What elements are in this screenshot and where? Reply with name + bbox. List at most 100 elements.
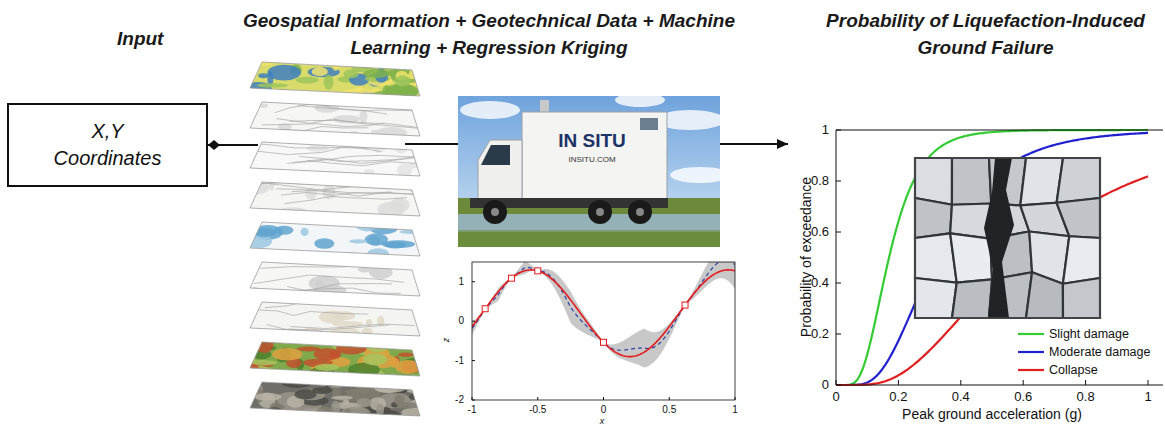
tick-mark [1148, 380, 1149, 385]
tick-label: -1 [455, 355, 464, 367]
grass [458, 198, 720, 247]
cloud [670, 167, 720, 183]
layer-patch [409, 336, 419, 350]
box-label: X,Y Coordinates [45, 118, 170, 172]
confidence-band [472, 262, 735, 368]
observation-marker [482, 306, 488, 312]
layer-patch [294, 389, 316, 399]
legend-text: Moderate damage [1049, 345, 1150, 359]
wheel-hub [636, 208, 644, 216]
layer-ground [250, 142, 420, 176]
layer-patch [394, 339, 408, 349]
layer-patch [278, 207, 307, 215]
ice-slab [1063, 278, 1100, 318]
layer-patch [267, 65, 301, 81]
layer-patch [315, 407, 334, 420]
flow-connector [738, 143, 788, 145]
layer-patch [365, 339, 390, 353]
method-panel: Geospatial Information + Geotechnical Da… [240, 0, 738, 428]
layer-road [278, 254, 371, 262]
layer-patch [336, 342, 367, 355]
layer-road [275, 104, 387, 114]
layer-patch [390, 358, 399, 368]
flow-connector [208, 144, 240, 146]
layer-outline [250, 262, 420, 296]
tick-label: 1 [1144, 390, 1151, 405]
axis-line [836, 130, 1163, 131]
layer-patch [241, 364, 258, 370]
layer-patch [248, 345, 255, 354]
tick-mark [1023, 380, 1024, 385]
layer-patch [395, 75, 411, 86]
layer-road [250, 309, 368, 315]
layer-patch [382, 240, 415, 248]
tick-mark [603, 397, 604, 400]
layer-road [276, 119, 417, 129]
map-layer [250, 97, 450, 139]
tick-label: -1 [468, 404, 477, 416]
layer-patch [315, 364, 339, 371]
layer-patch [348, 131, 359, 137]
tick-mark [836, 130, 841, 131]
axis-line [836, 385, 1163, 386]
tick-label: 1 [822, 123, 829, 138]
tick-label: 1 [732, 404, 738, 416]
truck-cab [478, 140, 522, 205]
layer-patch [394, 394, 404, 405]
tick-mark [735, 397, 736, 400]
ice-slab [915, 158, 952, 205]
predicted-mean [472, 262, 735, 350]
layer-road [291, 324, 415, 328]
wheel-hub [596, 208, 604, 216]
layer-outline [250, 382, 420, 416]
layer-road [262, 123, 384, 127]
layer-patch [343, 399, 349, 405]
tick-mark [472, 397, 473, 400]
layer-patch [307, 145, 329, 152]
tick-mark [836, 232, 841, 233]
input-box: InputX,Y Coordinates [7, 103, 208, 187]
tick-label: 0 [832, 390, 839, 405]
layer-outline [250, 62, 420, 96]
tick-mark [898, 380, 899, 385]
kriging-plot [472, 262, 735, 368]
layer-patch [331, 396, 353, 400]
layer-patch [386, 180, 414, 188]
layer-patch [331, 56, 340, 71]
tick-label: 0.6 [1014, 390, 1032, 405]
truck-photo [458, 96, 720, 247]
layer-patch [324, 75, 334, 90]
layer-road [284, 196, 407, 203]
layer-road [276, 189, 414, 196]
tick-label: 0 [601, 404, 607, 416]
observation-marker [601, 339, 607, 345]
tick-label: 0.2 [889, 390, 907, 405]
layer-outline [250, 302, 420, 336]
layer-patch [254, 393, 281, 400]
map-layer [242, 177, 447, 218]
layer-patch [243, 90, 257, 97]
truck-body [522, 112, 667, 200]
column-heading: Probability of Liquefaction-Induced Grou… [826, 10, 1145, 58]
layer-patch [344, 408, 352, 422]
ice-slab [952, 158, 991, 205]
ice-slab [950, 233, 992, 282]
tick-mark [836, 283, 841, 284]
layer-patch [406, 388, 436, 394]
layer-road [287, 153, 442, 163]
layer-patch [312, 67, 328, 76]
legend-line-sample [1018, 369, 1044, 371]
map-layer [244, 379, 435, 422]
ground-failure-photo [915, 158, 1100, 318]
layer-patch [275, 226, 294, 235]
tick-label: 0 [458, 315, 464, 327]
layer-patch [376, 127, 407, 139]
layer-road [267, 325, 389, 330]
tick-mark [669, 397, 670, 400]
ice-slab [952, 279, 992, 318]
tick-label: 0.8 [1077, 390, 1095, 405]
layer-patch [242, 144, 259, 148]
layer-patch [349, 239, 367, 243]
